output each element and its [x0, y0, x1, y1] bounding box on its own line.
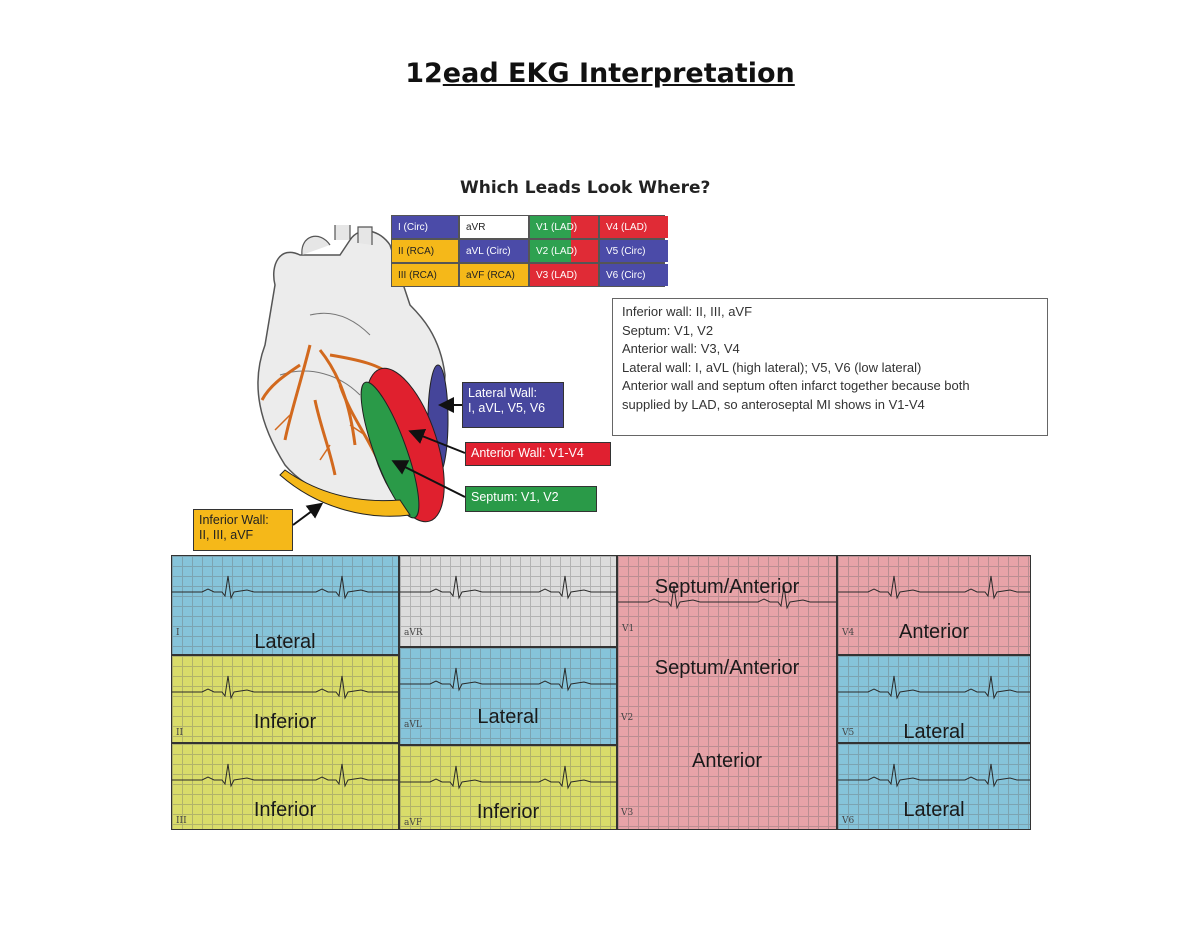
ekg-trace-line: [400, 765, 616, 790]
info-line: Inferior wall: II, III, aVF: [622, 304, 753, 319]
lead-table-cell: V4 (LAD): [600, 216, 668, 238]
lead-table-cell: aVL (Circ): [460, 240, 528, 262]
ekg-grid: [400, 648, 616, 744]
ekg-region: aVL Lateral: [399, 647, 617, 745]
septum-arrow: [391, 460, 466, 498]
lead-table-cell: aVF (RCA): [460, 264, 528, 286]
septum-label: Septum: V1, V2: [465, 486, 597, 512]
lead-table-cell: II (RCA): [392, 240, 458, 262]
ekg-region: V6 Lateral: [837, 743, 1031, 830]
lead-table-cell: I (Circ): [392, 216, 458, 238]
ekg-lead-tag: aVL: [404, 720, 422, 730]
ekg-trace-line: [400, 667, 616, 692]
lead-table-cell: V3 (LAD): [530, 264, 598, 286]
lead-table-cell: III (RCA): [392, 264, 458, 286]
ekg-region: I Lateral: [171, 555, 399, 655]
ekg-region-label: Anterior: [691, 750, 763, 772]
figure-heading: Which Leads Look Where?: [460, 178, 711, 198]
ekg-trace-line: [838, 763, 1030, 788]
lead-table-cell: V1 (LAD): [530, 216, 598, 238]
ekg-region-label: Lateral: [254, 631, 316, 653]
ekg-lead-tag: I: [176, 628, 180, 638]
ekg-region: V5 Lateral: [837, 655, 1031, 743]
info-line: Anterior wall: V3, V4: [622, 341, 740, 356]
lead-table-cell: V2 (LAD): [530, 240, 598, 262]
lead-table-cell: V5 (Circ): [600, 240, 668, 262]
inferior-wall-label-line1: Inferior Wall:: [199, 513, 269, 527]
ekg-trace-line: [400, 575, 616, 600]
septum-region: [360, 381, 420, 519]
ekg-region-label: Lateral: [903, 721, 965, 743]
ekg-region: aVF Inferior: [399, 745, 617, 830]
info-line: Septum: V1, V2: [622, 322, 714, 338]
heart-illustration: [257, 225, 449, 523]
ekg-lead-tag: V1: [622, 624, 635, 634]
info-line: Lateral wall: I, aVL (high lateral); V5,…: [622, 359, 922, 375]
ekg-trace: [838, 763, 1030, 788]
ekg-trace-line: [618, 585, 836, 610]
ekg-region-label: Lateral: [903, 799, 965, 821]
ekg-region-label: Septum/Anterior: [654, 576, 800, 598]
ekg-lead-tag: II: [176, 728, 184, 738]
ekg-lead-tag: aVR: [404, 628, 423, 638]
ekg-trace: [172, 763, 398, 788]
ekg-lead-tag: III: [176, 816, 187, 826]
ekg-lead-tag: V4: [842, 628, 855, 638]
ekg-trace: [172, 675, 398, 700]
ekg-trace: [172, 575, 398, 600]
ekg-lead-tag: V3: [621, 808, 634, 818]
lateral-wall-label-line2: I, aVL, V5, V6: [468, 401, 546, 415]
ekg-lead-tag: V6: [842, 816, 855, 826]
inferior-wall-region: [279, 469, 411, 517]
page-title: 12ead EKG Interpretation: [0, 58, 1200, 89]
title-prefix: 12: [405, 58, 443, 89]
ekg-region-label: Inferior: [253, 799, 317, 821]
ekg-region: V4 Anterior: [837, 555, 1031, 655]
lead-table-cell: aVR: [460, 216, 528, 238]
ekg-lead-tag: V2: [621, 713, 634, 723]
ekg-region-label: Lateral: [477, 706, 539, 728]
ekg-trace: [400, 765, 616, 790]
ekg-trace: [618, 585, 836, 610]
lead-table-cell: V6 (Circ): [600, 264, 668, 286]
ekg-lead-tag: aVF: [404, 818, 423, 828]
lateral-wall-label: Lateral Wall: I, aVL, V5, V6: [462, 382, 564, 428]
ekg-trace-line: [838, 575, 1030, 600]
anterior-wall-label: Anterior Wall: V1-V4: [465, 442, 611, 466]
info-line: supplied by LAD, so anteroseptal MI show…: [622, 396, 925, 412]
ekg-region-label: Inferior: [253, 711, 317, 733]
ekg-lead-tag: V5: [842, 728, 855, 738]
ekg-region: II Inferior: [171, 655, 399, 743]
ekg-region: aVR: [399, 555, 617, 647]
info-box: Inferior wall: II, III, aVF Septum: V1, …: [612, 298, 1048, 436]
ekg-region-label: Anterior: [898, 621, 970, 643]
ekg-trace: [838, 675, 1030, 700]
anterior-arrow: [408, 428, 466, 454]
ekg-region-label: Inferior: [476, 801, 540, 823]
inferior-arrow: [292, 502, 324, 526]
ekg-trace: [400, 667, 616, 692]
lateral-wall-label-line1: Lateral Wall:: [468, 386, 538, 400]
ekg-trace-line: [172, 575, 398, 600]
ekg-trace-line: [172, 675, 398, 700]
ekg-region-label: Septum/Anterior: [654, 657, 800, 679]
title-rest: ead EKG Interpretation: [442, 58, 795, 89]
inferior-wall-label-line2: II, III, aVF: [199, 528, 254, 542]
ekg-trace: [400, 575, 616, 600]
ekg-trace-line: [172, 763, 398, 788]
info-line: Anterior wall and septum often infarct t…: [622, 378, 970, 393]
inferior-wall-label: Inferior Wall: II, III, aVF: [193, 509, 293, 551]
ekg-region: III Inferior: [171, 743, 399, 830]
ekg-trace: [838, 575, 1030, 600]
ekg-trace-line: [838, 675, 1030, 700]
